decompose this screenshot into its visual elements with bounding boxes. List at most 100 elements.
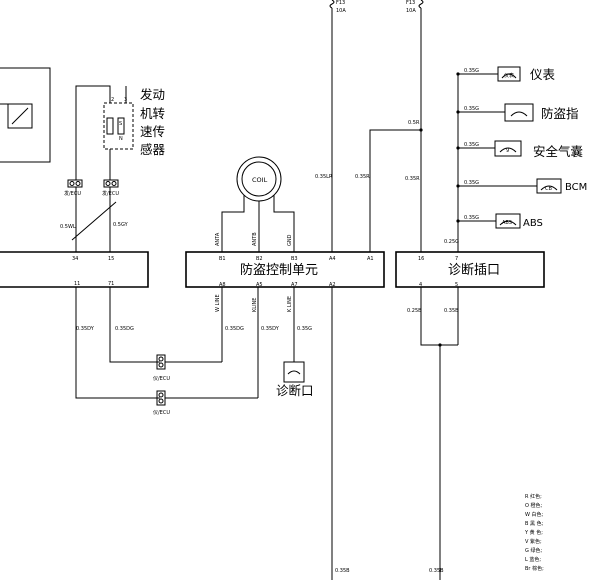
sensor-label-line-4: 感器 — [140, 142, 166, 157]
diag-pin-7: 7 — [455, 256, 458, 262]
wire-025b-a: 0.25B — [407, 308, 422, 314]
signal-kline-b: K LINE — [287, 296, 293, 312]
wire-035lr: 0.35LR — [315, 174, 333, 180]
immo-pin-b1: B1 — [219, 256, 226, 262]
diag-pin-4: 4 — [419, 282, 422, 288]
fuse-left-rating: 10A — [336, 8, 346, 14]
sensor-glyph-s: S — [119, 121, 122, 127]
wire-05gy: 0.5GY — [113, 222, 129, 228]
wire-035dg-left: 0.35DG — [115, 326, 134, 332]
left-component — [0, 67, 51, 163]
fuse-right: F13 10A — [406, 0, 424, 252]
device-cluster-label: 仪表 — [530, 67, 556, 82]
immo-pin-a7: A7 — [291, 282, 298, 288]
engine-ecu-block: 34 15 11 71 — [0, 251, 149, 288]
fuse-left-name: F13 — [336, 0, 345, 6]
diag-connector-module: 16 7 诊断插口 4 5 — [395, 251, 545, 288]
connector-c1: 发/ECU — [64, 179, 83, 197]
connector-c2-label: 发/ECU — [102, 190, 119, 197]
device-bcm-wire: 0.35G — [464, 180, 479, 186]
immo-pin-a8: A8 — [219, 282, 226, 288]
device-airbag: 0.35G 9 安全气囊 — [456, 140, 583, 159]
signal-anta: ANTA — [215, 232, 221, 246]
wire-035r-b: 0.35R — [405, 176, 420, 182]
legend-item: L 蓝色; — [525, 556, 541, 563]
antenna-coil: COIL — [236, 156, 282, 202]
wire-bottom-right: 0.35B — [429, 568, 444, 574]
device-airbag-wire: 0.35G — [464, 142, 479, 148]
device-airbag-icon: 9 — [506, 148, 509, 154]
wire-035y-left: 0.35DY — [76, 326, 95, 332]
device-cluster-wire: 0.35G — [464, 68, 479, 74]
immo-pin-b2: B2 — [256, 256, 263, 262]
signal-kline-a: KLINE — [252, 298, 258, 312]
wire-035b-b: 0.35B — [444, 308, 459, 314]
device-abs-wire: 0.35G — [464, 215, 479, 221]
device-abs: 0.35G ABS ABS — [456, 213, 543, 229]
wire-035g-mid: 0.35G — [297, 326, 312, 332]
immobilizer-module: B1 B2 B3 A4 A1 防盗控制单元 A8 A5 A7 A2 — [185, 251, 385, 288]
legend-item: O 橙色; — [525, 502, 543, 509]
immobilizer-label: 防盗控制单元 — [240, 262, 318, 278]
device-bcm-label: BCM — [565, 182, 587, 193]
legend-item: B 黑 色; — [525, 520, 544, 527]
wire-035r-a: 0.35R — [355, 174, 370, 180]
diag-pin-5: 5 — [455, 282, 458, 288]
connector-c4: 仪/ECU — [153, 390, 170, 416]
crank-sensor: 2 3 S N 发动 机转 速传 感器 — [103, 87, 166, 157]
diag-port-label: 诊断口 — [276, 383, 314, 398]
legend-item: V 紫色; — [525, 538, 542, 545]
diag-connector-label: 诊断插口 — [448, 263, 500, 278]
ecu-pin-71: 71 — [108, 281, 114, 287]
ecu-pin-11: 11 — [74, 281, 80, 287]
legend-item: R 红色; — [525, 493, 542, 500]
immo-pin-a4: A4 — [329, 256, 336, 262]
legend-item: Y 黄 色; — [524, 529, 543, 536]
immo-pin-a1: A1 — [367, 256, 374, 262]
ecu-pin-15: 15 — [108, 256, 114, 262]
legend-item: G 绿色; — [525, 547, 542, 554]
wire-05r: 0.5R — [408, 120, 420, 126]
device-cluster: 0.35G 仪表 仪表 — [456, 66, 556, 82]
immo-pin-a5: A5 — [256, 282, 263, 288]
device-immo-label: 防盗指 — [541, 106, 579, 121]
connector-c4-label: 仪/ECU — [153, 410, 170, 416]
connector-c3: 仪/ECU — [153, 354, 170, 382]
fuse-left: F13 10A — [329, 0, 346, 252]
diag-port: 诊断口 — [276, 361, 314, 398]
wire-035dy-mid: 0.35DY — [261, 326, 280, 332]
signal-wline: W LINE — [215, 294, 221, 312]
device-bcm: 0.35G CB BCM — [456, 178, 587, 194]
connector-c3-label: 仪/ECU — [153, 376, 170, 382]
connector-c1-label: 发/ECU — [64, 190, 81, 197]
fuse-right-name: F13 — [406, 0, 415, 6]
signal-antb: ANTB — [252, 232, 258, 246]
legend-item: W 白色; — [525, 511, 544, 518]
sensor-pin-2: 2 — [111, 97, 114, 103]
device-cluster-icon: 仪表 — [504, 72, 514, 79]
wire-05wl: 0.5WL — [60, 224, 76, 230]
fuse-right-rating: 10A — [406, 8, 416, 14]
ecu-pin-34: 34 — [72, 256, 78, 262]
device-abs-label: ABS — [523, 218, 543, 229]
device-immo-wire: 0.35G — [464, 106, 479, 112]
wire-bottom-left: 0.35B — [335, 568, 350, 574]
legend-item: Br 棕色; — [525, 565, 544, 572]
connector-c2: 发/ECU — [102, 179, 119, 197]
device-immo-indicator: 0.35G 防盗指 — [456, 103, 579, 122]
signal-gnd: GND — [287, 234, 293, 246]
wire-025g: 0.25G — [444, 239, 459, 245]
device-airbag-label: 安全气囊 — [533, 144, 583, 159]
device-bcm-icon: CB — [545, 186, 552, 192]
wire-035dg-mid: 0.35DG — [225, 326, 244, 332]
sensor-label-line-3: 速传 — [140, 124, 165, 139]
sensor-label-line-1: 发动 — [140, 87, 165, 102]
device-abs-icon: ABS — [502, 220, 512, 226]
sensor-label-line-2: 机转 — [140, 106, 165, 121]
coil-label: COIL — [252, 176, 268, 184]
immo-pin-b3: B3 — [291, 256, 298, 262]
sensor-glyph-n: N — [119, 136, 123, 142]
immo-pin-a2: A2 — [329, 282, 336, 288]
color-legend: R 红色; O 橙色; W 白色; B 黑 色; Y 黄 色; V 紫色; G … — [524, 493, 544, 572]
